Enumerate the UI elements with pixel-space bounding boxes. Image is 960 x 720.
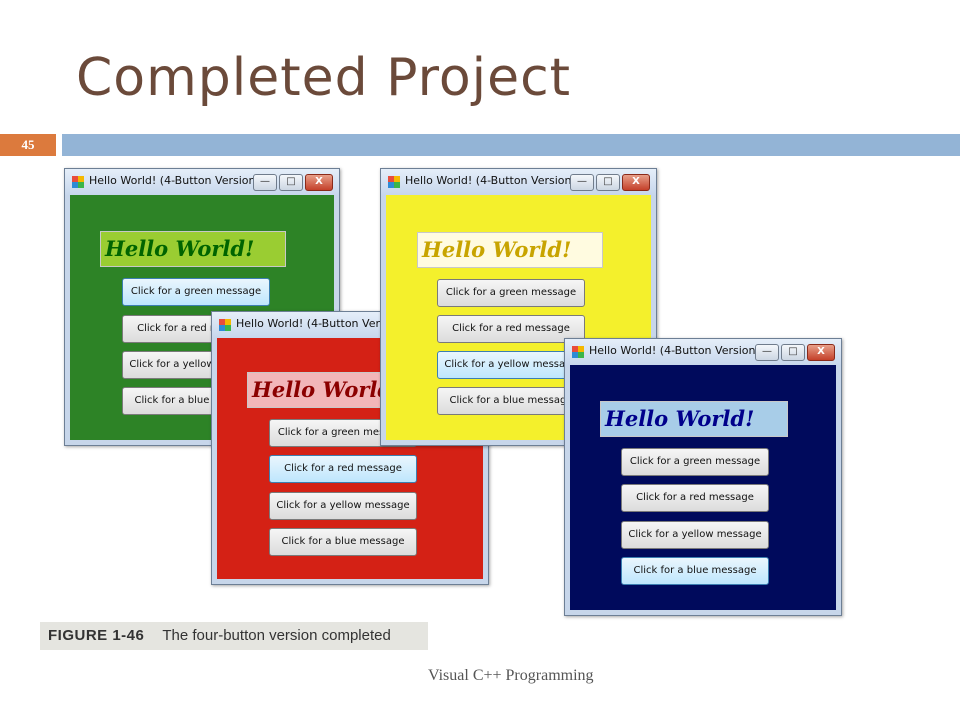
hello-label: Hello World! — [600, 401, 788, 437]
maximize-button[interactable]: □ — [596, 174, 620, 191]
maximize-button[interactable]: □ — [279, 174, 303, 191]
red-message-button[interactable]: Click for a red message — [621, 484, 769, 512]
blue-message-button[interactable]: Click for a blue message — [621, 557, 769, 585]
slide-footer: Visual C++ Programming — [428, 667, 594, 684]
yellow-message-button[interactable]: Click for a yellow message — [269, 492, 417, 520]
window-title: Hello World! (4-Button Version) — [236, 317, 407, 330]
yellow-message-button[interactable]: Click for a yellow message — [621, 521, 769, 549]
app-icon — [72, 176, 84, 188]
minimize-button[interactable]: — — [755, 344, 779, 361]
green-message-button[interactable]: Click for a green message — [621, 448, 769, 476]
hello-label: Hello World! — [417, 232, 603, 268]
close-button[interactable]: X — [305, 174, 333, 191]
close-button[interactable]: X — [622, 174, 650, 191]
window-title: Hello World! (4-Button Version) — [405, 174, 576, 187]
blue-message-button[interactable]: Click for a blue message — [437, 387, 585, 415]
maximize-button[interactable]: □ — [781, 344, 805, 361]
form-client-blue: Hello World! Click for a green message C… — [570, 365, 836, 610]
app-icon — [388, 176, 400, 188]
title-bar[interactable]: Hello World! (4-Button Version) — □ X — [565, 339, 841, 365]
red-message-button[interactable]: Click for a red message — [437, 315, 585, 343]
title-bar[interactable]: Hello World! (4-Button Version) — □ X — [381, 169, 656, 195]
close-button[interactable]: X — [807, 344, 835, 361]
form-client-red: Hello World! Click for a green message C… — [217, 338, 483, 579]
minimize-button[interactable]: — — [570, 174, 594, 191]
form-client-yellow: Hello World! Click for a green message C… — [386, 195, 651, 440]
hello-label: Hello World! — [100, 231, 286, 267]
green-message-button[interactable]: Click for a green message — [122, 278, 270, 306]
slide-title: Completed Project — [76, 48, 572, 108]
app-icon — [572, 346, 584, 358]
figure-caption-text: The four-button version completed — [162, 627, 391, 644]
window-red[interactable]: Hello World! (4-Button Version) — □ X He… — [211, 311, 489, 585]
figure-label: FIGURE 1-46 — [48, 627, 145, 644]
red-message-button[interactable]: Click for a red message — [269, 455, 417, 483]
yellow-message-button[interactable]: Click for a yellow message — [437, 351, 585, 379]
title-bar[interactable]: Hello World! (4-Button Version) — □ X — [65, 169, 339, 195]
window-title: Hello World! (4-Button Version) — [589, 344, 760, 357]
minimize-button[interactable]: — — [253, 174, 277, 191]
header-bar — [62, 134, 960, 156]
green-message-button[interactable]: Click for a green message — [437, 279, 585, 307]
blue-message-button[interactable]: Click for a blue message — [269, 528, 417, 556]
slide-number-badge: 45 — [0, 134, 56, 156]
window-blue[interactable]: Hello World! (4-Button Version) — □ X He… — [564, 338, 842, 616]
figure-caption: FIGURE 1-46 The four-button version compl… — [40, 622, 428, 650]
window-title: Hello World! (4-Button Version) — [89, 174, 260, 187]
app-icon — [219, 319, 231, 331]
